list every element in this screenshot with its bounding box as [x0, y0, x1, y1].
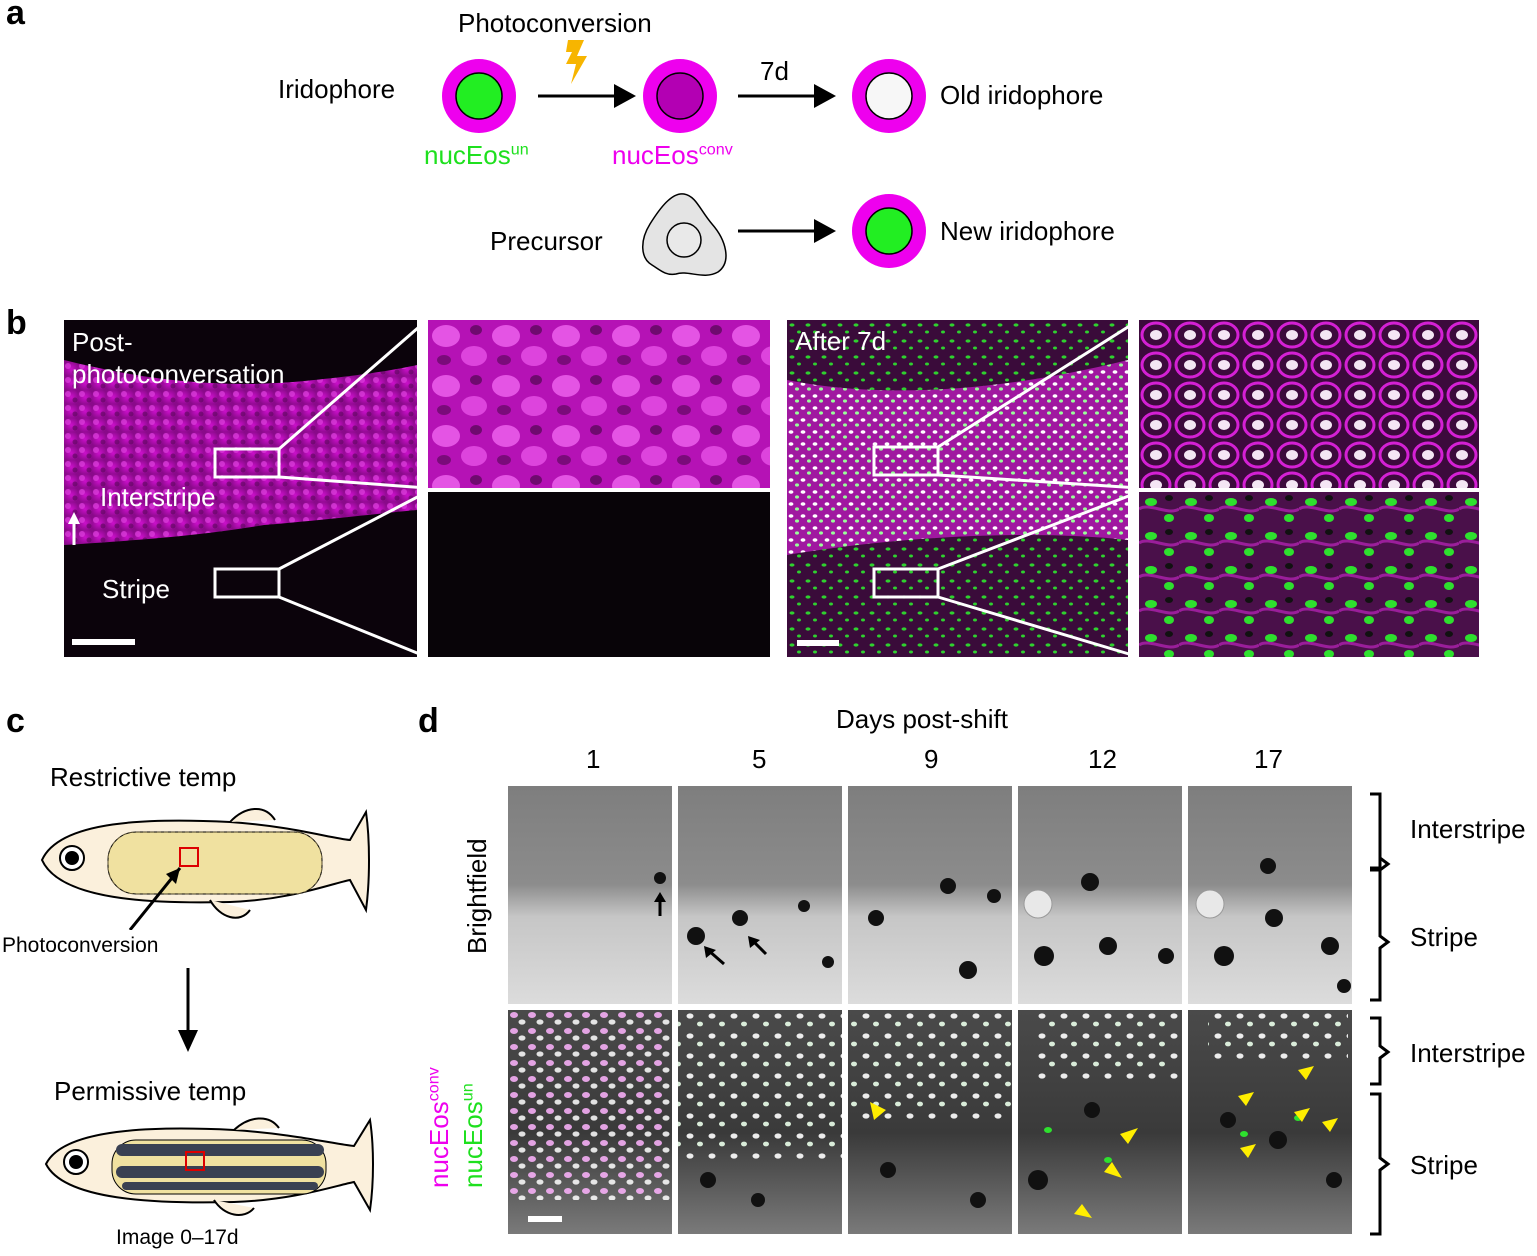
row-brackets [1370, 792, 1391, 1236]
bracket-label-interstripe-1: Interstripe [1410, 814, 1526, 844]
panel-letter-b: b [6, 304, 27, 342]
new-iridophore-cell [852, 194, 926, 268]
scale-bar-7d [797, 640, 839, 646]
zoom-interstripe-7d [1139, 320, 1479, 488]
interstripe-label-left: Interstripe [100, 482, 216, 512]
iridophore-converted-cell [643, 59, 717, 133]
days-post-shift-header: Days post-shift [836, 704, 1008, 734]
yellow-arrowhead-icon [1294, 1108, 1310, 1122]
zoom-box-stripe-7d [872, 567, 940, 599]
nucEos-conv-label: nucEosconv [612, 140, 733, 170]
day-label-1: 1 [586, 744, 601, 774]
region-box-permissive [185, 1151, 205, 1171]
nucEos-conv-row-label: nucEosconv [424, 1067, 454, 1188]
bf-tile-day5 [678, 786, 842, 1004]
nucEos-un-row-label: nucEosun [458, 1083, 488, 1188]
scale-bar [72, 639, 135, 645]
bf-tile-day1 [508, 786, 672, 1004]
precursor-cell [642, 193, 727, 276]
post-photoconversion-image: Post- photoconversation Interstripe Stri… [64, 320, 417, 657]
fl-tile-day1 [508, 1010, 672, 1234]
restrictive-temp-label: Restrictive temp [50, 762, 237, 792]
bf-tile-day17 [1188, 786, 1352, 1004]
fl-tile-day9 [848, 1010, 1012, 1234]
fish-restrictive [40, 808, 370, 930]
permissive-temp-label: Permissive temp [54, 1076, 247, 1106]
yellow-arrowhead-icon [1240, 1144, 1256, 1158]
bracket-label-interstripe-2: Interstripe [1410, 1038, 1526, 1068]
zoom-connector-lines [0, 0, 1537, 700]
fluorescence-row [508, 1010, 1352, 1234]
day-label-17: 17 [1254, 744, 1283, 774]
brightfield-label: Brightfield [462, 838, 492, 954]
nucEos-un-label: nucEosun [424, 140, 529, 170]
iridophore-label: Iridophore [278, 74, 396, 104]
after-7d-image: After 7d [787, 320, 1128, 657]
arrow-to-converted [538, 84, 636, 108]
bracket-label-stripe-2: Stripe [1410, 1150, 1478, 1180]
lightning-icon [566, 40, 587, 84]
after-7d-title: After 7d [795, 326, 887, 356]
panel-letter-d: d [418, 702, 439, 740]
bf-tile-day9 [848, 786, 1012, 1004]
yellow-arrowhead-icon [1120, 1128, 1138, 1144]
region-box-restrictive [179, 847, 199, 867]
brightfield-row [508, 786, 1352, 1004]
zoom-box-stripe [213, 567, 281, 599]
scale-bar-d [528, 1216, 562, 1222]
yellow-arrowhead-icon [1298, 1066, 1314, 1080]
arrow-to-new [738, 219, 836, 243]
left-overlays [68, 447, 281, 645]
bracket-label-stripe-1: Stripe [1410, 922, 1478, 952]
fl-tile-day17 [1188, 1010, 1352, 1234]
arrow-to-old [738, 84, 836, 108]
day-label-9: 9 [924, 744, 939, 774]
fl-tile-day5 [678, 1010, 842, 1234]
precursor-label: Precursor [490, 226, 603, 256]
image-range-label: Image 0–17d [116, 1226, 239, 1249]
down-arrow [178, 968, 198, 1052]
duration-label: 7d [760, 56, 789, 86]
yellow-arrowhead-icon [1238, 1092, 1254, 1106]
bf-tile-day12 [1018, 786, 1182, 1004]
panel-letter-a: a [6, 0, 25, 32]
photoconversion-label-c: Photoconversion [2, 934, 159, 957]
zoom-stripe-postconv [428, 492, 770, 657]
yellow-arrowhead-icon [1104, 1162, 1122, 1178]
yellow-arrowhead-icon [1322, 1118, 1338, 1132]
day-label-5: 5 [752, 744, 767, 774]
zoom-stripe-7d [1139, 492, 1479, 657]
right-overlays [797, 445, 940, 646]
new-iridophore-label: New iridophore [940, 216, 1115, 246]
yellow-arrowhead-icon [1074, 1204, 1092, 1218]
iridophore-unconverted-cell [442, 59, 516, 133]
fish-permissive [44, 1117, 374, 1216]
panel-a-schematic [442, 40, 926, 276]
yellow-arrowhead-icon [870, 1102, 886, 1120]
day-label-12: 12 [1088, 744, 1117, 774]
old-iridophore-cell [852, 59, 926, 133]
photoconversion-label: Photoconversion [458, 8, 652, 38]
panel-letter-c: c [6, 702, 25, 740]
stripe-label-left: Stripe [102, 574, 170, 604]
zoom-interstripe-postconv [428, 320, 770, 488]
fl-tile-day12 [1018, 1010, 1182, 1234]
zoom-connector-lines-7d [0, 0, 1537, 700]
post-photoconversion-title: Post- photoconversation [72, 327, 285, 389]
old-iridophore-label: Old iridophore [940, 80, 1104, 110]
zoom-box-interstripe [213, 447, 281, 479]
zoom-box-interstripe-7d [872, 445, 940, 477]
